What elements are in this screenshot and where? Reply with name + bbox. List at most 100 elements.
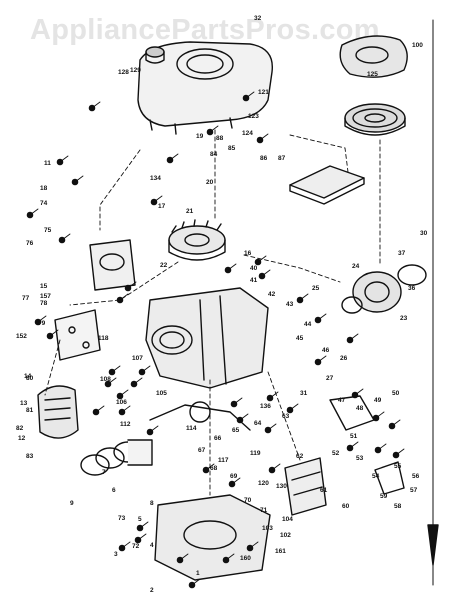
piston-rings [80,439,153,476]
part-callout: 22 [160,262,168,269]
part-callout: 52 [332,450,340,457]
leader-line [245,91,255,99]
part-callout: 120 [258,480,269,487]
part-callout: 55 [394,463,402,470]
leader-line [267,423,277,431]
leader-line [289,403,299,411]
part-callout: 104 [282,516,293,523]
part-callout: 66 [214,435,222,442]
leader-line [205,463,215,471]
part-callout: 83 [26,453,34,460]
leader-line [271,463,281,471]
part-callout: 85 [228,145,236,152]
part-callout: 7 [102,469,106,476]
part-callout: 5 [138,516,142,523]
part-callout: 77 [22,295,30,302]
leader-line [133,377,143,385]
part-callout: 1 [196,570,200,577]
part-callout: 75 [44,227,52,234]
mounting-bracket [54,309,101,361]
part-callout: 41 [250,277,258,284]
leader-line [169,153,179,161]
part-callout: 25 [312,285,320,292]
part-callout: 21 [186,208,194,215]
assembly-lines [44,129,381,496]
leader-line [191,578,201,586]
part-callout: 14 [24,373,32,380]
part-callout: 37 [398,250,406,257]
part-callout: 78 [40,300,48,307]
part-callout: 74 [40,200,48,207]
leader-line [153,195,163,203]
part-callout: 24 [352,263,360,270]
part-callout: 130 [276,483,287,490]
leader-line [261,269,271,277]
part-callout: 114 [186,425,197,432]
part-callout: 19 [196,133,204,140]
part-callout: 12 [18,435,26,442]
part-callout: 6 [112,487,116,494]
part-callout: 134 [150,175,161,182]
part-callout: 152 [16,333,27,340]
part-callout: 80 [26,375,34,382]
part-callout: 136 [260,403,271,410]
starter-pulley [344,103,406,136]
part-callout: 118 [98,335,109,342]
part-callout: 73 [118,515,126,522]
part-callout: 88 [216,135,224,142]
leader-line [391,419,401,427]
part-callout: 8 [150,500,154,507]
leader-line [149,425,159,433]
part-callout: 79 [38,320,46,327]
leader-line [225,553,235,561]
part-callout: 64 [254,420,262,427]
part-callout: 50 [392,390,400,397]
part-callout: 3 [114,551,118,558]
clutch-drum [341,264,427,314]
part-callout: 30 [420,230,428,237]
part-callout: 13 [20,400,28,407]
part-callout: 59 [380,493,388,500]
part-callout: 123 [248,113,259,120]
part-callout: 76 [26,240,34,247]
part-callout: 106 [116,399,127,406]
leader-line [231,477,241,485]
leader-line [119,293,129,301]
part-callout: 9 [70,500,74,507]
part-callout: 81 [26,407,34,414]
part-callout: 63 [282,413,290,420]
part-callout: 2 [150,587,154,594]
part-callout: 71 [260,507,268,514]
part-callout: 70 [244,497,252,504]
leader-line [395,448,405,456]
part-callout: 20 [206,179,214,186]
leader-line [37,315,47,323]
part-callout: 102 [280,532,291,539]
leader-line [95,405,105,413]
part-callout: 46 [322,347,330,354]
leader-line [29,208,39,216]
part-callout: 125 [367,71,378,78]
throttle-linkage [329,395,405,495]
part-callout: 53 [356,455,364,462]
part-callout: 18 [40,185,48,192]
part-callout: 65 [232,427,240,434]
part-callout: 72 [132,543,140,550]
part-callout: 26 [340,355,348,362]
leader-line [119,389,129,397]
leader-line [233,397,243,405]
leader-line [354,388,364,396]
part-callout: 108 [100,376,111,383]
part-callout: 103 [262,525,273,532]
leader-line [179,553,189,561]
part-callout: 84 [210,151,218,158]
ignition-module [89,239,136,291]
part-callout: 160 [240,555,251,562]
leader-line [375,411,385,419]
crankcase-cover [154,494,271,581]
part-callout: 31 [300,390,308,397]
part-callout: 86 [260,155,268,162]
part-callout: 124 [242,130,253,137]
leader-line [74,175,84,183]
